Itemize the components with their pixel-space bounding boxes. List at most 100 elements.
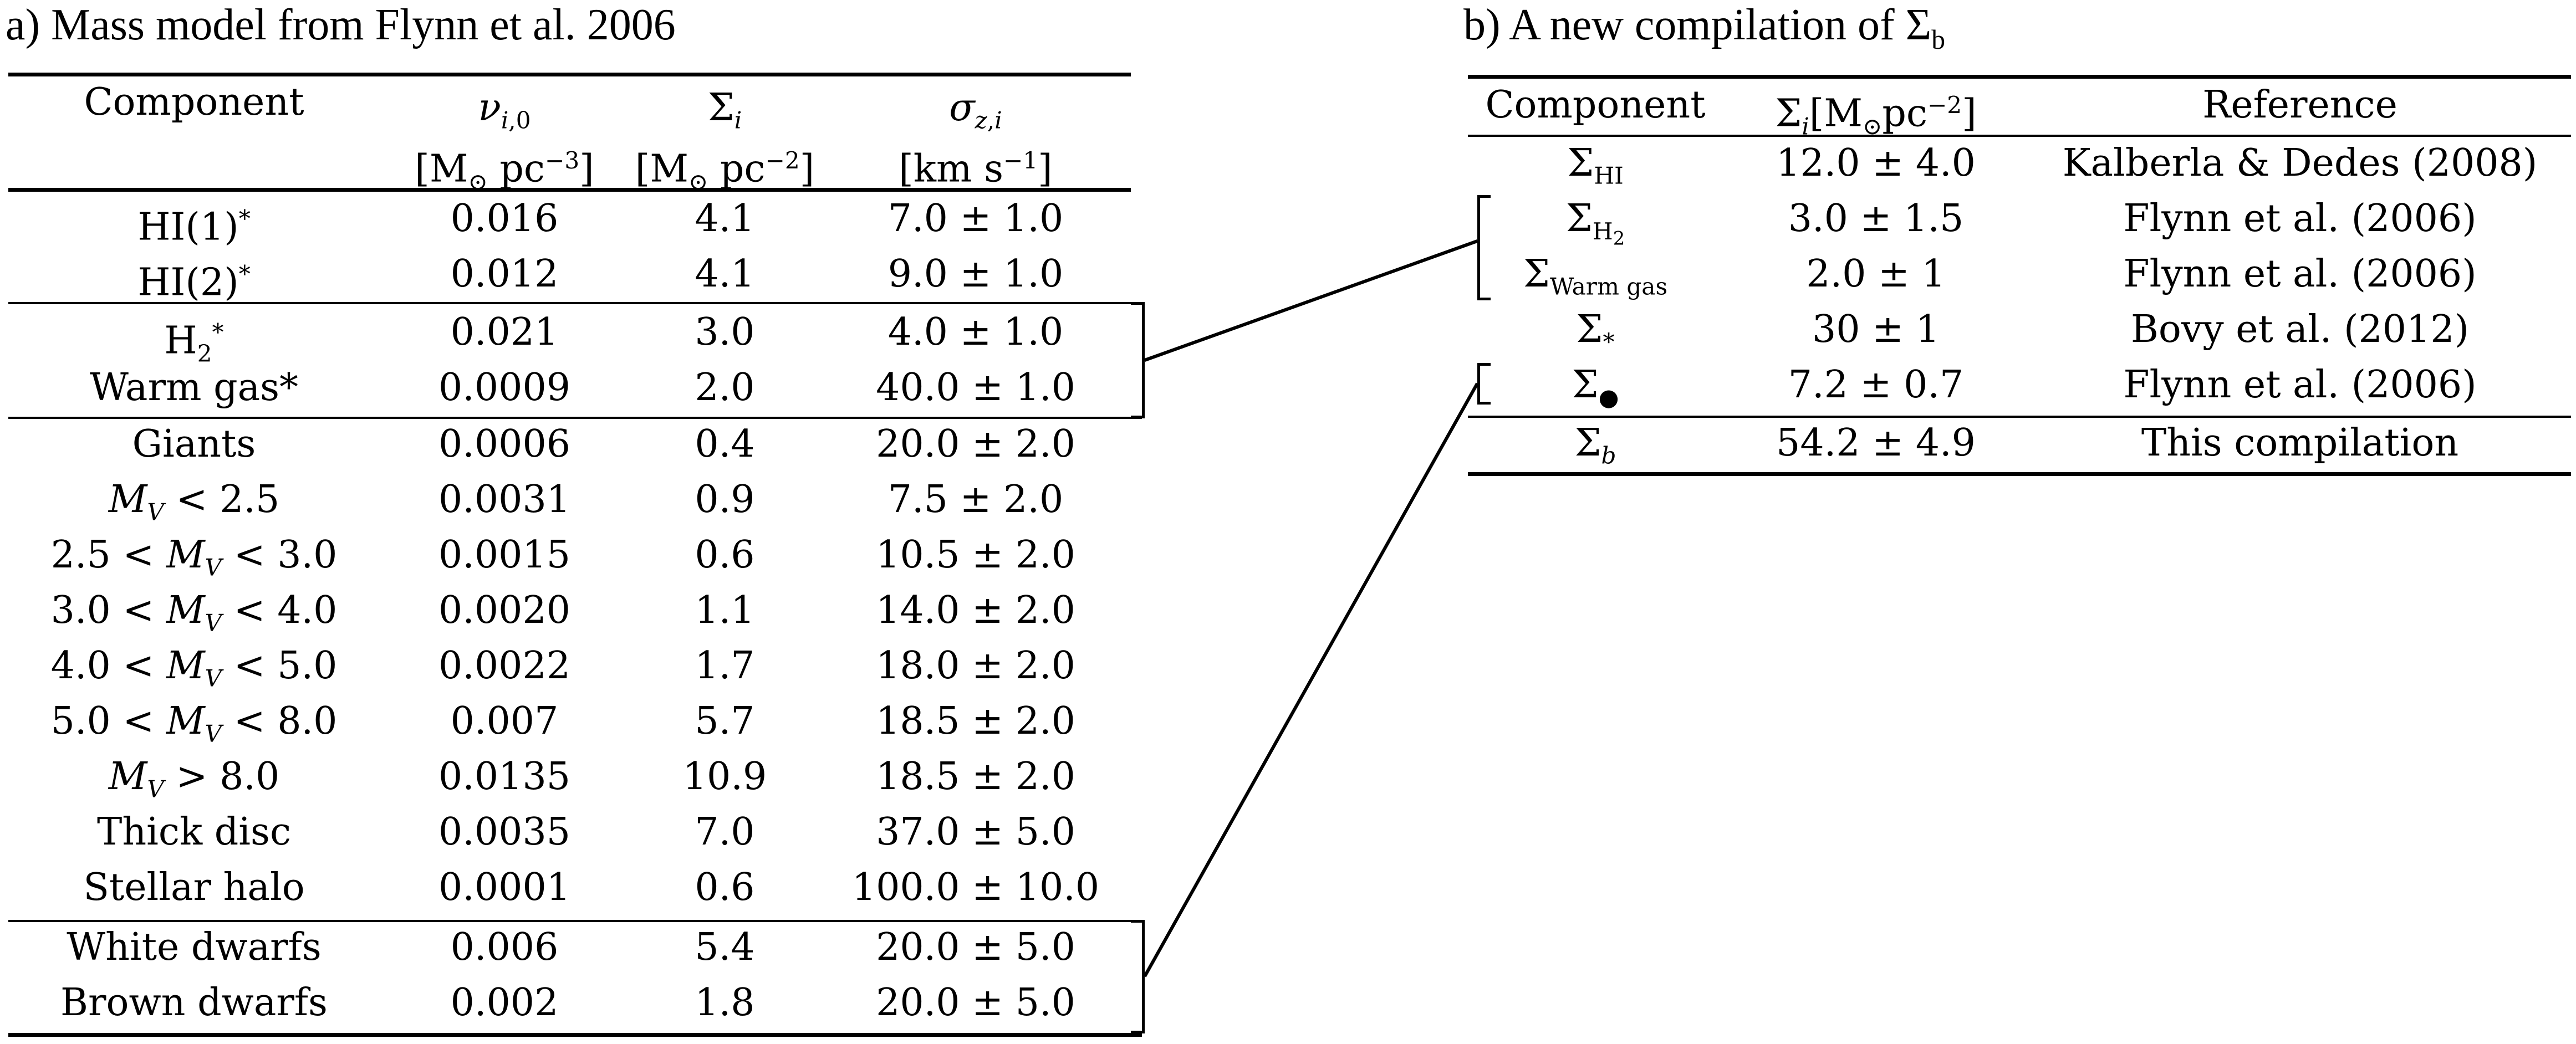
table-a-cell-nu: 0.0135 — [438, 755, 570, 799]
table-a-cell-component: 4.0 < MV < 5.0 — [50, 644, 338, 692]
table-a-group-rule — [8, 302, 1142, 304]
table-a-cell-sigma-z: 18.5 ± 2.0 — [876, 755, 1075, 799]
table-b-cell-value: 7.2 ± 0.7 — [1788, 363, 1964, 407]
table-a-cell-component: 3.0 < MV < 4.0 — [50, 588, 338, 637]
table-a-cell-component: Warm gas* — [89, 366, 299, 410]
table-b-cell-reference: Flynn et al. (2006) — [2123, 363, 2477, 407]
table-a-cell-nu: 0.006 — [450, 925, 559, 969]
table-a-cell-nu: 0.021 — [450, 310, 559, 354]
table-a-cell-component: 2.5 < MV < 3.0 — [50, 533, 338, 581]
table-b-top-rule — [1468, 75, 2571, 79]
table-a-caption: a) Mass model from Flynn et al. 2006 — [6, 1, 676, 49]
table-a-cell-sigma: 7.0 — [695, 810, 755, 854]
table-b-cell-component: Σ* — [1576, 308, 1615, 356]
table-a-cell-component: 5.0 < MV < 8.0 — [50, 699, 338, 748]
table-a-cell-sigma-z: 18.5 ± 2.0 — [876, 699, 1075, 743]
table-a-cell-sigma-z: 10.5 ± 2.0 — [876, 533, 1075, 577]
table-a-cell-sigma: 4.1 — [695, 252, 755, 296]
table-b-header-reference: Reference — [2202, 83, 2398, 127]
table-b-caption: b) A new compilation of Σb — [1463, 1, 1946, 55]
table-b-header-sigma: Σi[M⊙pc−2] — [1775, 91, 1977, 140]
table-a-cell-nu: 0.0035 — [438, 810, 570, 854]
table-a-header-sigma: Σi — [707, 86, 742, 134]
table-a-cell-component: HI(1)* — [137, 205, 251, 249]
table-b-cell-value: 3.0 ± 1.5 — [1788, 197, 1964, 240]
table-a-cell-nu: 0.0020 — [438, 588, 570, 632]
table-a-cell-sigma: 4.1 — [695, 197, 755, 240]
table-a-cell-sigma-z: 37.0 ± 5.0 — [876, 810, 1075, 854]
table-b-header-component: Component — [1485, 83, 1706, 127]
table-a-cell-sigma: 5.7 — [695, 699, 755, 743]
remnant-component-bracket — [1477, 363, 1491, 405]
gas-connector-line — [1144, 239, 1478, 362]
table-a-cell-sigma-z: 14.0 ± 2.0 — [876, 588, 1075, 632]
table-b-cell-reference: Kalberla & Dedes (2008) — [2062, 141, 2538, 185]
table-a-cell-component: H2* — [164, 319, 224, 367]
table-b-cell-value: 12.0 ± 4.0 — [1776, 141, 1976, 185]
remnant-group-bracket — [1131, 920, 1145, 1033]
table-a-cell-component: Stellar halo — [83, 866, 305, 909]
table-a-cell-sigma-z: 7.5 ± 2.0 — [887, 478, 1064, 521]
table-a-cell-sigma-z: 20.0 ± 5.0 — [876, 925, 1075, 969]
table-b-cell-reference: Bovy et al. (2012) — [2130, 308, 2470, 351]
table-a-cell-sigma-z: 20.0 ± 2.0 — [876, 422, 1075, 466]
table-a-group-rule — [8, 920, 1142, 922]
table-a-cell-sigma: 5.4 — [695, 925, 755, 969]
table-b-cell-component: ΣWarm gas — [1523, 252, 1668, 300]
table-b-total-rule — [1468, 416, 2571, 418]
table-a-cell-component: MV < 2.5 — [108, 478, 280, 526]
table-a-cell-sigma-z: 20.0 ± 5.0 — [876, 981, 1075, 1025]
table-a-header-sigma-z-unit: [km s−1] — [899, 147, 1053, 191]
gas-group-bracket — [1131, 302, 1145, 418]
table-a-bottom-rule — [8, 1033, 1142, 1037]
table-a-cell-sigma: 10.9 — [682, 755, 767, 799]
table-a-cell-nu: 0.0006 — [438, 422, 570, 466]
table-b-cell-component: ΣHI — [1567, 141, 1624, 190]
table-b-cell-component: Σb — [1574, 421, 1616, 469]
table-a-cell-sigma-z: 100.0 ± 10.0 — [851, 866, 1100, 909]
table-a-header-rule — [8, 188, 1131, 192]
table-a-header-nu: νi,0 — [478, 86, 531, 134]
table-b-cell-reference: Flynn et al. (2006) — [2123, 197, 2477, 240]
remnant-connector-line — [1143, 382, 1479, 978]
table-b-cell-value: 54.2 ± 4.9 — [1776, 421, 1976, 465]
table-b-bottom-rule — [1468, 472, 2571, 476]
table-a-cell-sigma: 1.1 — [695, 588, 755, 632]
table-a-cell-nu: 0.0022 — [438, 644, 570, 688]
table-b-cell-reference: This compilation — [2141, 421, 2459, 465]
table-a-cell-nu: 0.0031 — [438, 478, 570, 521]
table-a-cell-sigma-z: 4.0 ± 1.0 — [887, 310, 1064, 354]
table-a-header-sigma-z: σz,i — [949, 86, 1002, 134]
table-a-cell-component: HI(2)* — [137, 260, 251, 305]
table-a-cell-sigma: 1.7 — [695, 644, 755, 688]
table-b-header-rule — [1468, 135, 2571, 137]
table-a-cell-sigma-z: 9.0 ± 1.0 — [887, 252, 1064, 296]
table-a-cell-component: MV > 8.0 — [108, 755, 280, 803]
table-a-cell-sigma: 1.8 — [695, 981, 755, 1025]
table-a-cell-sigma: 0.9 — [695, 478, 755, 521]
table-b-cell-reference: Flynn et al. (2006) — [2123, 252, 2477, 296]
table-a-cell-nu: 0.0015 — [438, 533, 570, 577]
table-a-cell-nu: 0.0001 — [438, 866, 570, 909]
table-a-cell-sigma-z: 40.0 ± 1.0 — [876, 366, 1075, 410]
table-a-cell-nu: 0.007 — [450, 699, 559, 743]
table-a-cell-sigma: 0.6 — [695, 533, 755, 577]
table-b-cell-value: 30 ± 1 — [1812, 308, 1940, 351]
table-a-cell-component: Brown dwarfs — [60, 981, 328, 1025]
table-a-cell-sigma-z: 18.0 ± 2.0 — [876, 644, 1075, 688]
table-a-cell-nu: 0.012 — [450, 252, 559, 296]
table-a-cell-sigma: 2.0 — [695, 366, 755, 410]
table-a-cell-component: Giants — [132, 422, 256, 466]
gas-components-bracket — [1477, 195, 1491, 300]
table-b-cell-component: ΣH2 — [1565, 197, 1625, 249]
table-a-cell-sigma: 3.0 — [695, 310, 755, 354]
table-a-cell-component: White dwarfs — [67, 925, 322, 969]
table-a-cell-nu: 0.002 — [450, 981, 559, 1025]
table-a-cell-sigma: 0.4 — [695, 422, 755, 466]
table-a-group-rule — [8, 417, 1142, 419]
table-a-cell-sigma: 0.6 — [695, 866, 755, 909]
table-a-cell-nu: 0.0009 — [438, 366, 570, 410]
table-a-header-sigma-unit: [M⊙ pc−2] — [635, 147, 815, 196]
table-a-cell-sigma-z: 7.0 ± 1.0 — [887, 197, 1064, 240]
